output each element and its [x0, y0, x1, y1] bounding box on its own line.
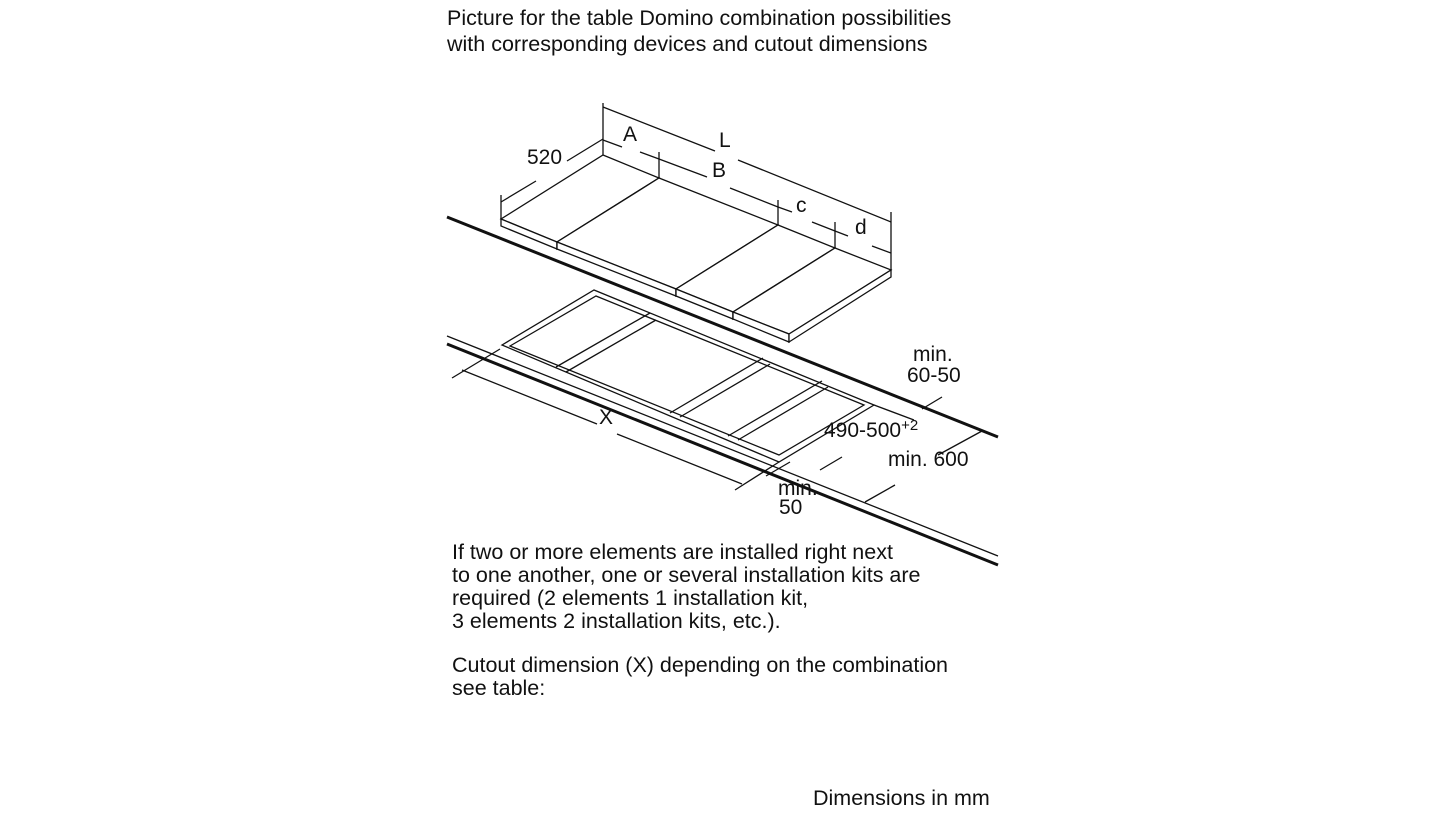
worktop-front-edge-upper [446, 335, 999, 557]
cutout-note: Cutout dimension (X) depending on the co… [452, 654, 948, 700]
worktop-rear-edge [446, 215, 999, 439]
hob-element-d [731, 247, 893, 344]
label-b: B [712, 159, 726, 182]
note2-line-2: see table: [452, 676, 546, 700]
caption-line-2: with corresponding devices and cutout di… [447, 32, 928, 56]
label-520: 520 [527, 146, 562, 169]
label-l: L [719, 129, 731, 152]
label-min-worktop: min. 600 [888, 448, 969, 471]
note1-line-3: required (2 elements 1 installation kit, [452, 586, 809, 610]
label-min-front-value: 50 [779, 496, 802, 519]
caption-line-1: Picture for the table Domino combination… [447, 6, 952, 30]
label-min-rear-value: 60-50 [907, 364, 961, 387]
label-d: d [855, 216, 867, 239]
note1-line-4: 3 elements 2 installation kits, etc.). [452, 609, 781, 633]
units-label: Dimensions in mm [813, 786, 990, 810]
note1-line-2: to one another, one or several installat… [452, 563, 921, 587]
dimension-lines [451, 103, 983, 503]
note2-line-1: Cutout dimension (X) depending on the co… [452, 653, 949, 677]
dimension-labels: 520 A L B c d min. 60-50 X 490-500+2 min… [527, 123, 969, 519]
label-cutout-depth: 490-500+2 [824, 417, 918, 442]
label-c: c [796, 194, 807, 217]
caption: Picture for the table Domino combination… [447, 5, 951, 57]
label-min-front: min. [778, 477, 818, 500]
worktop-front-edge [446, 342, 999, 567]
installation-kit-note: If two or more elements are installed ri… [452, 541, 921, 633]
label-x: X [599, 406, 613, 429]
label-min-rear: min. [913, 343, 953, 366]
note1-line-1: If two or more elements are installed ri… [452, 540, 893, 564]
label-a: A [623, 123, 637, 146]
